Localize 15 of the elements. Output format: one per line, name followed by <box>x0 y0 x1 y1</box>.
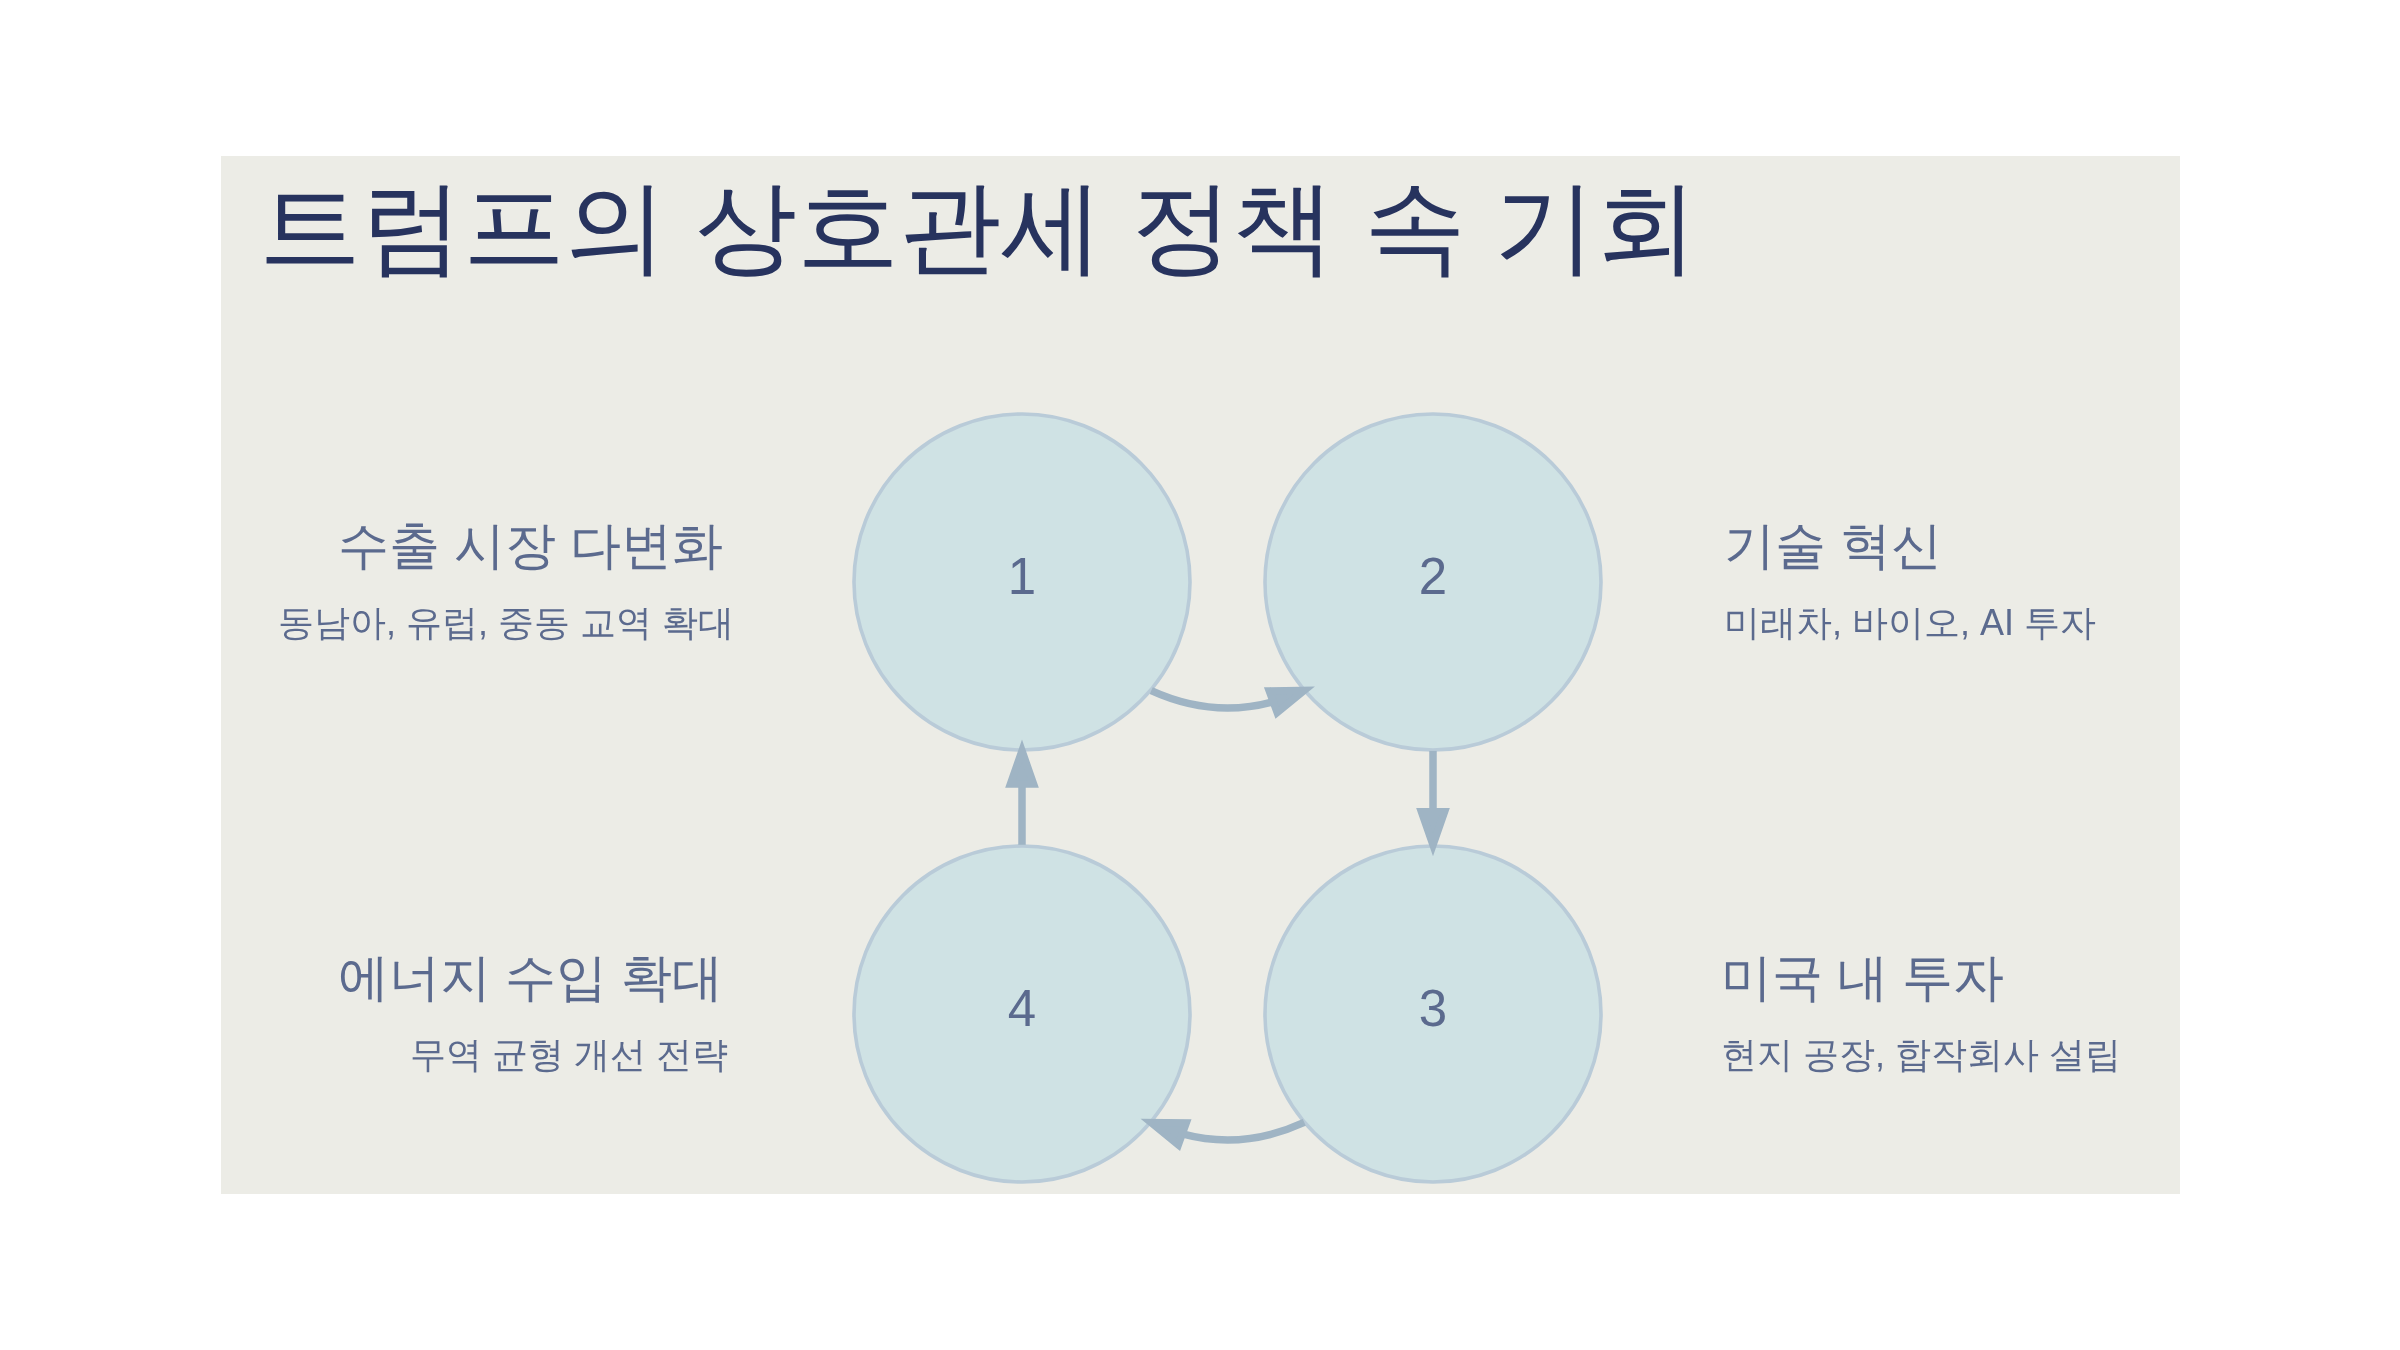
node-label: 수출 시장 다변화 <box>337 516 723 574</box>
node-label: 현지 공장, 합작회사 설립 <box>1720 1033 2121 1075</box>
arrow <box>1004 739 1039 845</box>
node-label: 미래차, 바이오, AI 투자 <box>1723 601 2096 643</box>
arrow <box>1149 686 1315 719</box>
diagram-title: 트럼프의 상호관세 정책 속 기회 <box>258 169 1698 284</box>
node-label: 무역 균형 개선 전략 <box>409 1033 728 1075</box>
node-circle: 3 <box>1262 844 1603 1184</box>
arrow <box>1415 750 1450 857</box>
node-label: 동남아, 유럽, 중동 교역 확대 <box>277 601 734 643</box>
node-label: 기술 혁신 <box>1723 516 1942 574</box>
node-circle: 1 <box>851 412 1192 752</box>
arrow <box>1140 1118 1306 1151</box>
node-label: 에너지 수입 확대 <box>337 948 723 1006</box>
node-label: 미국 내 투자 <box>1720 948 2004 1006</box>
